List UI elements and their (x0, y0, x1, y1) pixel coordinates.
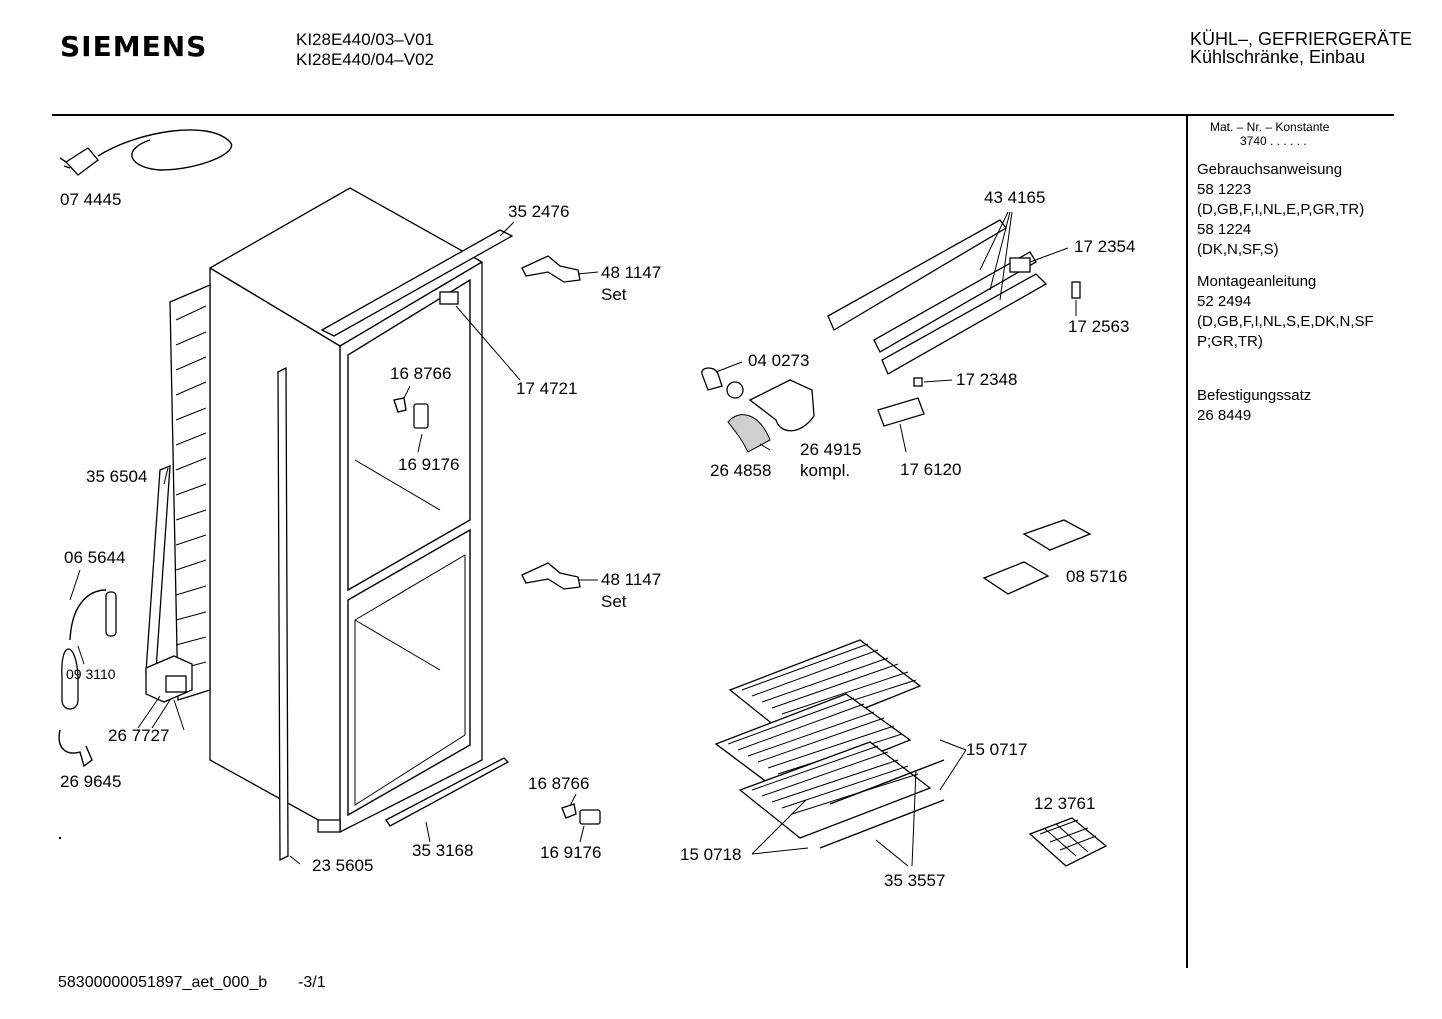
category-line-1: KÜHL–, GEFRIERGERÄTE (1189, 29, 1412, 49)
material-number-value: 3740 . . . . . . (1240, 134, 1307, 148)
relay-unit-drawing (58, 589, 193, 768)
part-label-172354: 17 2354 (1074, 237, 1136, 256)
lamp-clip-2-drawing (561, 803, 577, 819)
part-label-168766-bottom: 16 8766 (528, 774, 590, 793)
hinge-top-drawing (521, 255, 581, 283)
exploded-parts-drawing (58, 129, 1108, 867)
part-label-085716: 08 5716 (1066, 567, 1128, 586)
document-id: 58300000051897_aet_000_b (58, 974, 268, 991)
part-label-172348: 17 2348 (956, 370, 1018, 389)
part-label-150718: 15 0718 (680, 845, 742, 864)
part-label-235605: 23 5605 (312, 856, 374, 875)
footer: 58300000051897_aet_000_b -3/1 (58, 974, 326, 992)
fixing-kit-number: 26 8449 (1197, 407, 1252, 424)
part-label-264915: 26 4915 (800, 440, 862, 459)
wire-shelves-drawing (714, 639, 945, 849)
brand-logo: SIEMENS (60, 30, 208, 63)
control-panel-drawing (827, 219, 1081, 427)
sidebar-divider (1186, 116, 1188, 968)
part-label-267727: 26 7727 (108, 726, 170, 745)
part-label-040273: 04 0273 (748, 351, 810, 370)
part-label-481147-bottom: 48 1147 (601, 570, 662, 589)
side-profile-drawing (145, 465, 171, 673)
mounting-title: Montageanleitung (1197, 273, 1317, 290)
mounting-languages-1: (D,GB,F,I,NL,S,E,DK,N,SF (1197, 313, 1374, 330)
part-label-093110: 09 3110 (66, 666, 116, 682)
category-line-2: Kühlschränke, Einbau (1189, 47, 1366, 67)
mounting-languages-2: P;GR,TR) (1197, 333, 1263, 350)
part-label-168766-top: 16 8766 (390, 364, 452, 383)
part-label-352476: 35 2476 (508, 202, 570, 221)
sidebar-info: Mat. – Nr. – Konstante 3740 . . . . . . … (1197, 120, 1437, 426)
manual-2-languages: (DK,N,SF,S) (1197, 241, 1279, 258)
door-seal-strip-drawing (277, 366, 289, 862)
lamp-cover-drawing (413, 403, 429, 429)
part-label-kompl: kompl. (800, 461, 851, 480)
appliance-category: KÜHL–, GEFRIERGERÄTE Kühlschränke, Einba… (1190, 30, 1412, 66)
part-label-set-bottom: Set (601, 592, 627, 611)
part-label-172563: 17 2563 (1068, 317, 1130, 336)
lamp-cover-2-drawing (579, 809, 601, 825)
cabinet-drawing (209, 187, 514, 833)
model-number-1: KI28E440/03–V01 (296, 30, 435, 49)
part-label-169176-top: 16 9176 (398, 455, 460, 474)
lamp-clip-drawing (393, 397, 407, 413)
stray-dot (58, 836, 62, 840)
ice-packs-drawing (982, 519, 1092, 595)
header-divider (52, 114, 1394, 116)
part-label-269645: 26 9645 (60, 772, 122, 791)
part-label-176120: 17 6120 (900, 460, 962, 479)
model-numbers: KI28E440/03–V01 KI28E440/04–V02 (296, 30, 434, 70)
ice-tray-drawing (1028, 817, 1108, 867)
condenser-drawing (169, 284, 211, 701)
part-label-481147-top: 48 1147 (601, 263, 662, 282)
part-label-174721: 17 4721 (516, 379, 578, 398)
part-label-169176-bottom: 16 9176 (540, 843, 602, 862)
leader-lines (69, 211, 1077, 867)
part-label-set-top: Set (601, 285, 627, 304)
part-label-434165: 43 4165 (984, 188, 1046, 207)
lamp-assembly-drawing (701, 367, 815, 453)
part-label-353168: 35 3168 (412, 841, 474, 860)
page-number: -3/1 (298, 974, 326, 991)
part-label-074445: 07 4445 (60, 190, 122, 209)
mounting-number: 52 2494 (1197, 293, 1252, 310)
part-label-123761: 12 3761 (1034, 794, 1096, 813)
part-label-065644: 06 5644 (64, 548, 126, 567)
manual-2-number: 58 1224 (1197, 221, 1252, 238)
manual-1-languages: (D,GB,F,I,NL,E,P,GR,TR) (1197, 201, 1365, 218)
manual-1-number: 58 1223 (1197, 181, 1252, 198)
part-label-353557: 35 3557 (884, 871, 946, 890)
part-label-264858: 26 4858 (710, 461, 772, 480)
model-number-2: KI28E440/04–V02 (296, 50, 435, 69)
bottom-strip-drawing (385, 757, 510, 827)
fixing-kit-title: Befestigungssatz (1197, 387, 1312, 404)
manual-title: Gebrauchsanweisung (1197, 161, 1343, 178)
power-cable-drawing (59, 129, 233, 176)
part-label-356504: 35 6504 (86, 467, 148, 486)
part-label-150717: 15 0717 (966, 740, 1028, 759)
material-number-label: Mat. – Nr. – Konstante (1210, 120, 1330, 134)
hinge-bottom-drawing (521, 562, 581, 590)
